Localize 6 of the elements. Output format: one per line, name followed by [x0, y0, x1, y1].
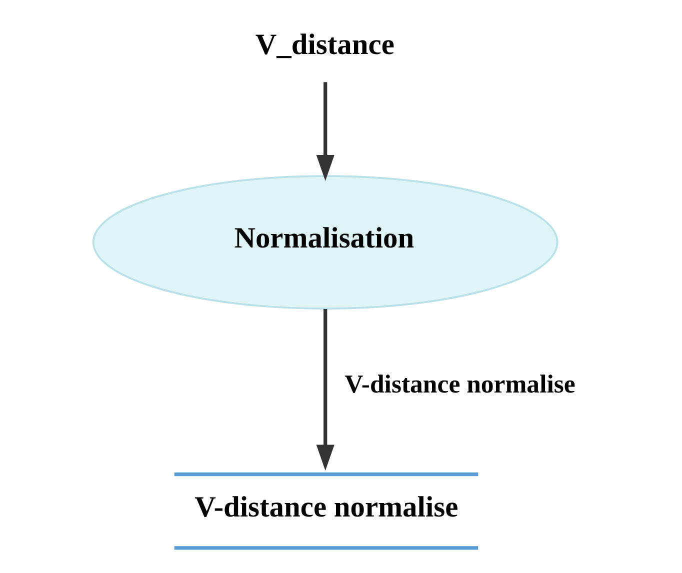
edge-label: V-distance normalise: [344, 370, 576, 399]
node-text: V_distance: [255, 29, 394, 62]
arrow: [316, 82, 334, 181]
node-text: V-distance normalise: [194, 491, 458, 524]
arrow: [316, 309, 334, 471]
node-ellipse: Normalisation: [92, 175, 558, 310]
